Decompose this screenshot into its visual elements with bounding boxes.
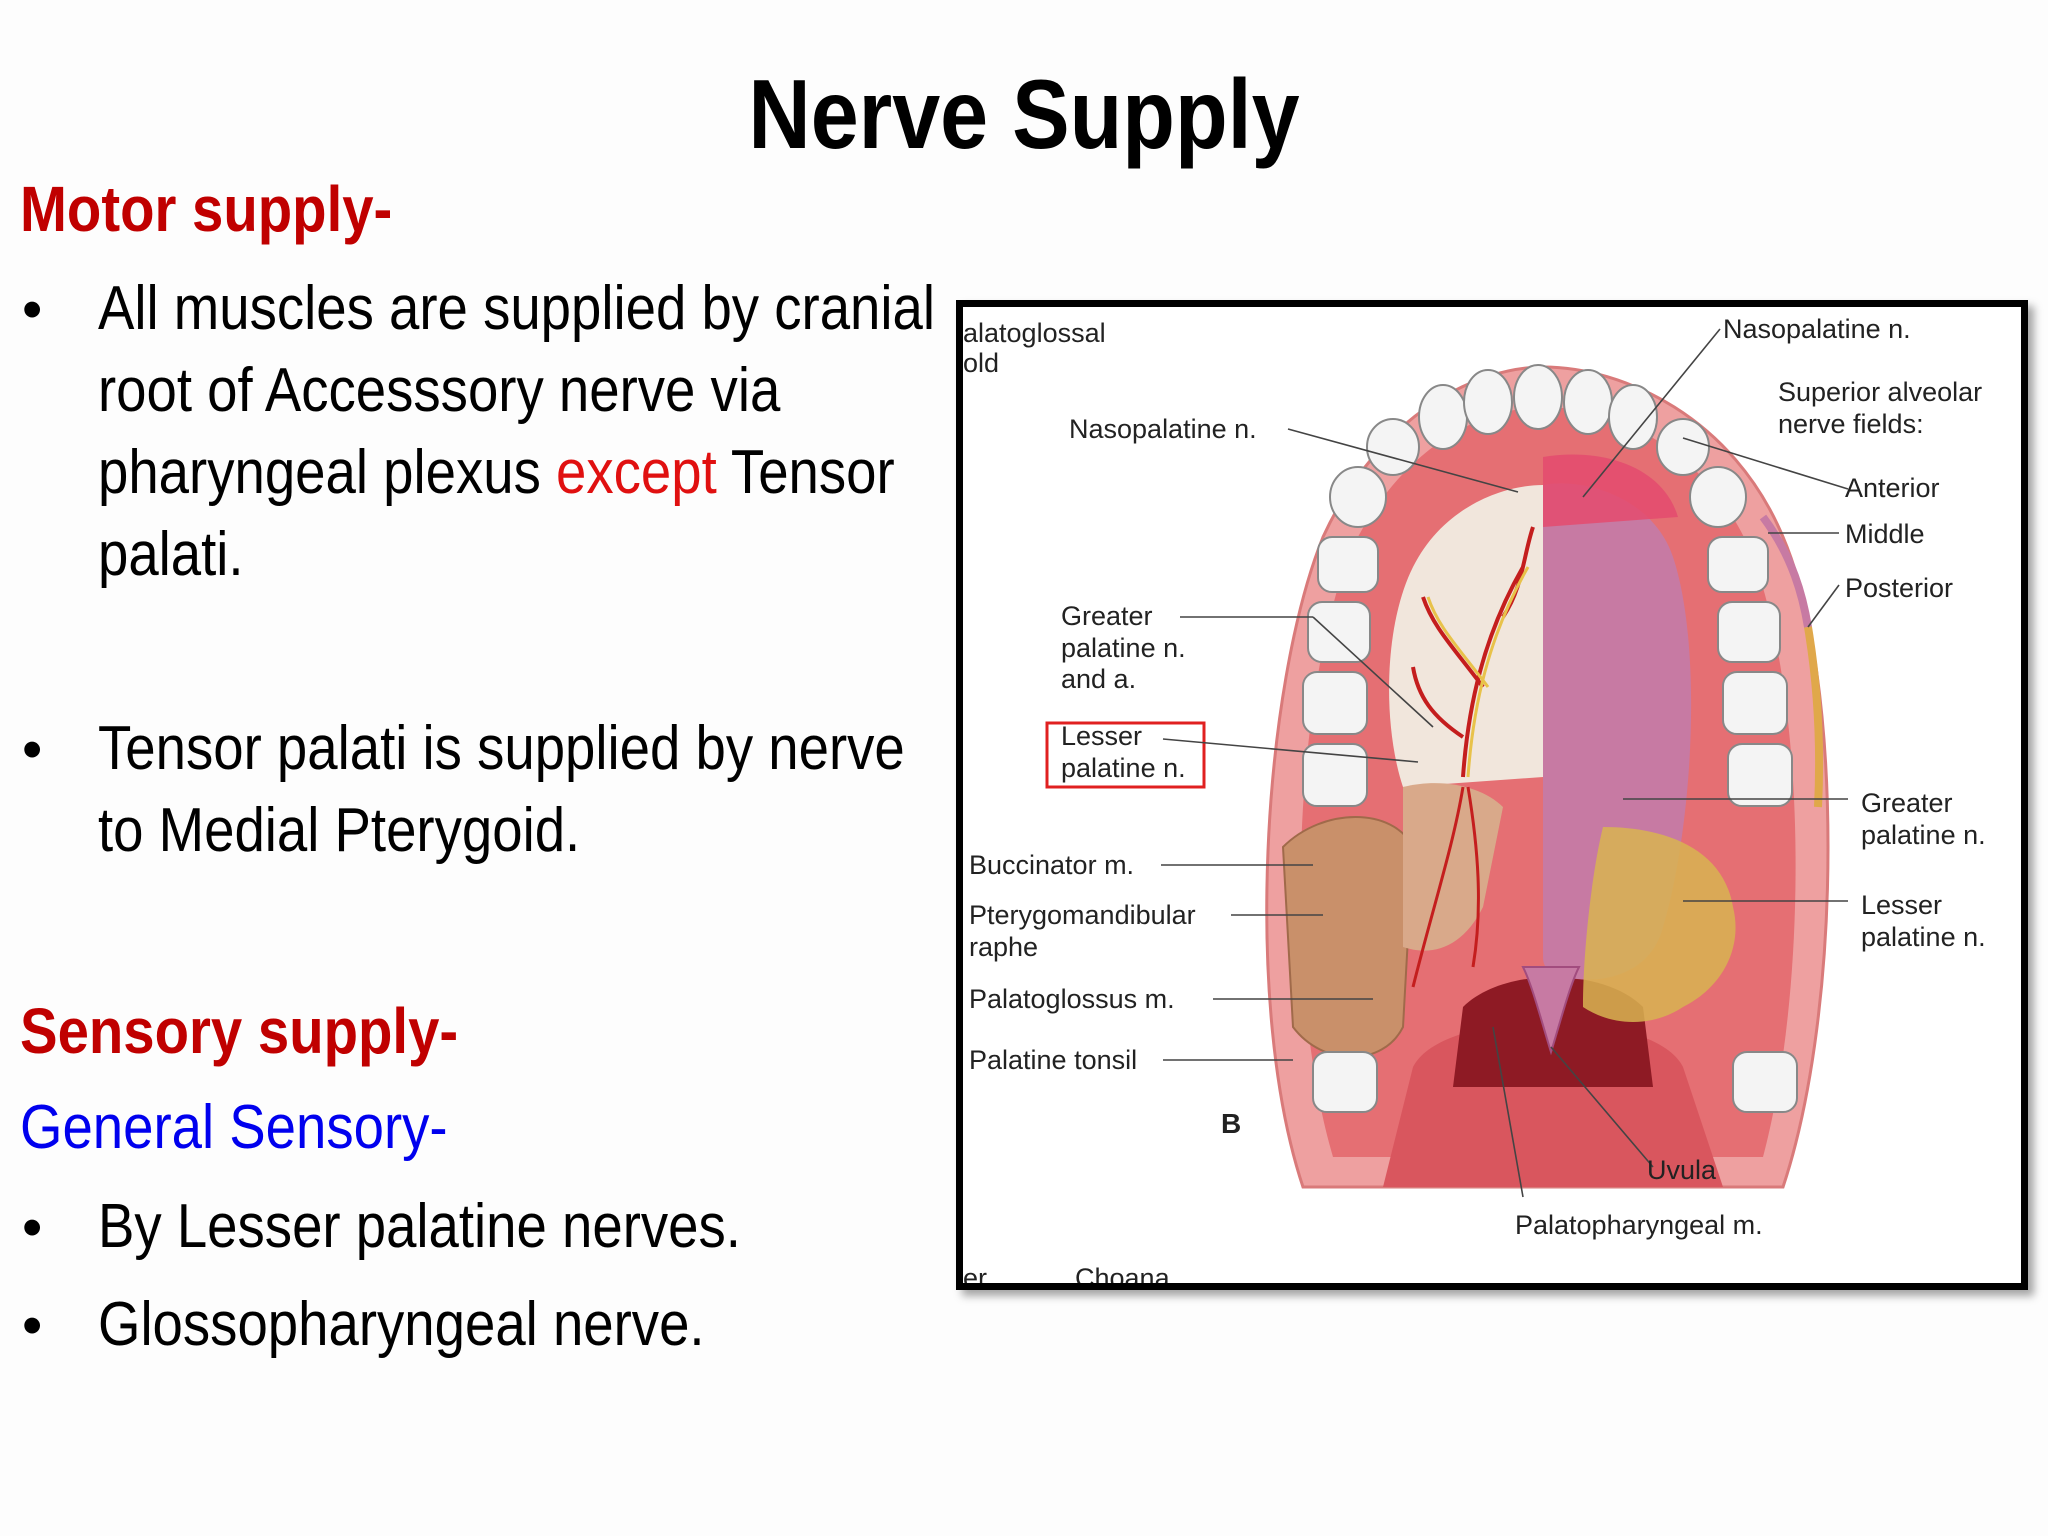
greater-palatine-nerve [1426, 566, 1530, 778]
bullet-icon: • [22, 717, 43, 782]
motor-supply-heading: Motor supply- [20, 173, 393, 245]
label-lesser-palatine-right-2: palatine n. [1861, 922, 1986, 952]
label-greater-palatine-left-2: palatine n. [1061, 633, 1186, 663]
label-palatoglossus: Palatoglossus m. [969, 984, 1175, 1014]
label-choana: Choana [1075, 1263, 1171, 1283]
sensory-bullet-1: By Lesser palatine nerves. [98, 1192, 741, 1261]
label-lesser-palatine-left-1: Lesser [1061, 721, 1142, 751]
motor-bullet-2-line-2: to Medial Pterygoid. [98, 796, 581, 865]
teeth-upper-arch [1302, 364, 1798, 1113]
sensory-bullet-2: Glossopharyngeal nerve. [98, 1290, 705, 1359]
lesser-palatine-branches [1411, 786, 1480, 988]
uvula-shape [1521, 966, 1581, 1056]
highlight-box [1045, 721, 1206, 789]
motor-bullet-1-line-4: palati. [98, 520, 244, 589]
label-pterygomandibular-1: Pterygomandibular [969, 900, 1196, 930]
label-greater-palatine-left-1: Greater [1061, 601, 1153, 631]
anterior-field [1543, 454, 1678, 527]
posterior-field-strip [1804, 626, 1824, 808]
label-posterior: Posterior [1845, 573, 1953, 603]
oral-cavity-figure: alatoglossal old Nasopalatine n. Greater… [956, 300, 2028, 1290]
lesser-palatine-field [1583, 827, 1736, 1022]
label-nasopalatine-right: Nasopalatine n. [1723, 314, 1911, 344]
label-lesser-palatine-left-2: palatine n. [1061, 753, 1186, 783]
label-panel-letter: B [1221, 1108, 1241, 1139]
middle-field-strip [1759, 514, 1812, 628]
motor-bullet-2-line-1: Tensor palati is supplied by nerve [98, 714, 905, 783]
label-palatopharyngeal: Palatopharyngeal m. [1515, 1210, 1763, 1240]
motor-bullet-1: All muscles are supplied by cranial root… [98, 268, 935, 596]
greater-palatine-artery [1411, 526, 1535, 778]
label-greater-palatine-right-2: palatine n. [1861, 820, 1986, 850]
label-anterior: Anterior [1845, 473, 1940, 503]
label-nasopalatine-left: Nasopalatine n. [1069, 414, 1257, 444]
leader-lines [1161, 328, 1849, 1198]
motor-bullet-1-line-3: pharyngeal plexus except Tensor [98, 432, 935, 514]
except-word: except [556, 438, 717, 507]
label-uvula: Uvula [1647, 1155, 1717, 1185]
motor-bullet-1-line-2: root of Accesssory nerve via [98, 356, 781, 425]
label-superior-alveolar-2: nerve fields: [1778, 409, 1924, 439]
label-superior-alveolar-1: Superior alveolar [1778, 377, 1982, 407]
label-greater-palatine-right-1: Greater [1861, 788, 1953, 818]
label-palatoglossal-1: alatoglossal [963, 318, 1106, 348]
label-bottom-cut-1: er [963, 1263, 987, 1283]
label-greater-palatine-left-3: and a. [1061, 664, 1136, 694]
bullet-icon: • [22, 1195, 43, 1260]
motor-bullet-1-line-3b: Tensor [716, 438, 895, 507]
label-palatoglossal-2: old [963, 348, 999, 378]
label-buccinator: Buccinator m. [969, 850, 1134, 880]
motor-bullet-1-line-1: All muscles are supplied by cranial [98, 274, 935, 343]
bullet-icon: • [22, 277, 43, 342]
motor-bullet-2: Tensor palati is supplied by nerve to Me… [98, 708, 905, 872]
label-palatine-tonsil: Palatine tonsil [969, 1045, 1137, 1075]
label-middle: Middle [1845, 519, 1925, 549]
oral-cavity-illustration: alatoglossal old Nasopalatine n. Greater… [963, 314, 1986, 1283]
label-pterygomandibular-2: raphe [969, 932, 1038, 962]
buccinator-muscle [1281, 816, 1415, 1058]
bullet-icon: • [22, 1293, 43, 1358]
slide-title: Nerve Supply [748, 59, 1300, 169]
general-sensory-heading: General Sensory- [20, 1093, 448, 1162]
hard-palate-left [1389, 485, 1543, 787]
motor-bullet-1-line-3a: pharyngeal plexus [98, 438, 557, 507]
label-lesser-palatine-right-1: Lesser [1861, 890, 1942, 920]
sensory-supply-heading: Sensory supply- [20, 995, 459, 1067]
